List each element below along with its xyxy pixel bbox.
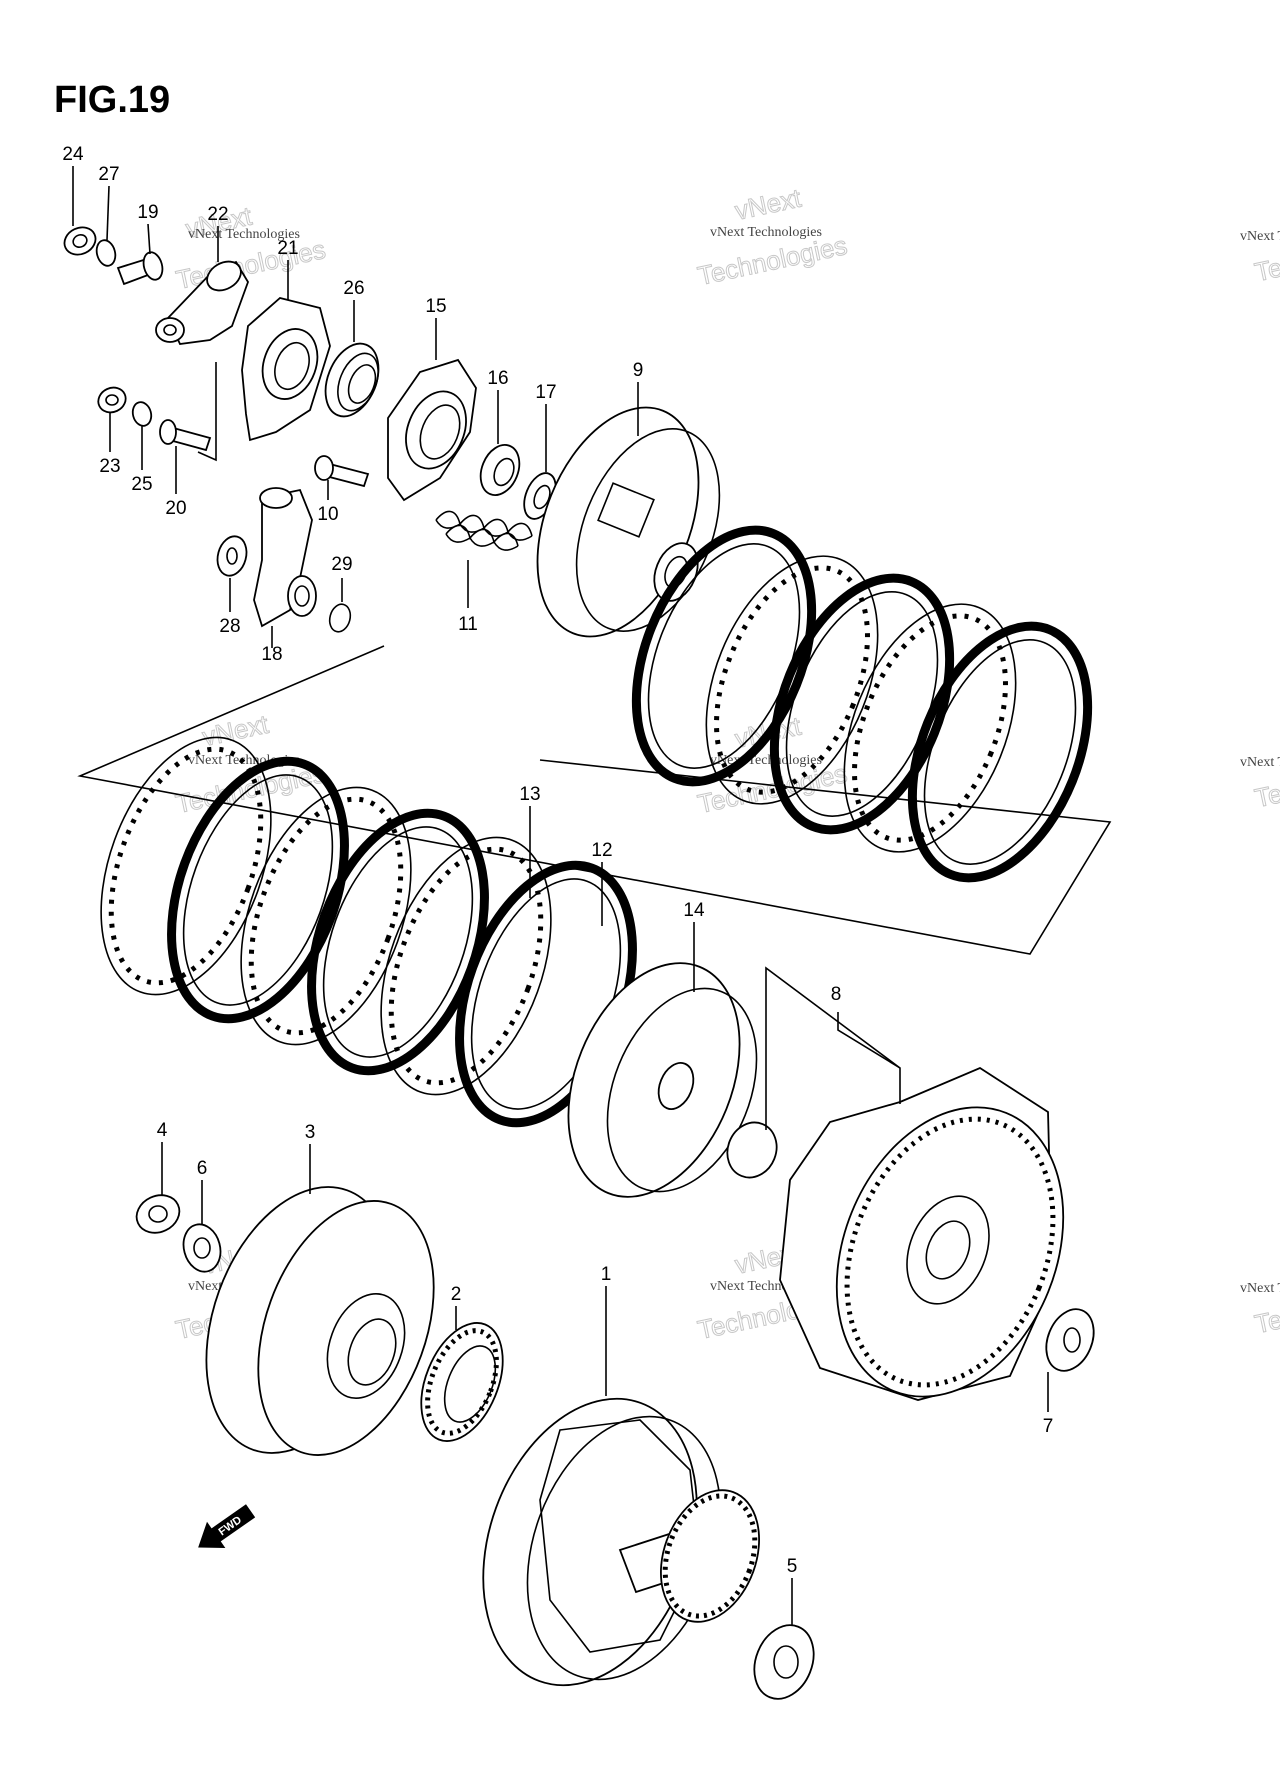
svg-text:vNext Technologies: vNext Technologies (1240, 1281, 1280, 1296)
label-14: 14 (683, 900, 705, 921)
label-3: 3 (305, 1122, 316, 1143)
part-7-washer (1045, 1308, 1095, 1412)
label-22: 22 (207, 204, 228, 225)
label-8: 8 (831, 984, 842, 1005)
fwd-arrow-icon: FWD (198, 1504, 256, 1548)
label-6: 6 (197, 1158, 208, 1179)
upper-plate-stack (631, 525, 1093, 883)
part-10-bolt (314, 455, 370, 500)
label-2: 2 (451, 1284, 462, 1305)
svg-text:vNext Technologies: vNext Technologies (1240, 229, 1280, 244)
part-26-bearing (324, 300, 380, 418)
label-27: 27 (98, 164, 119, 185)
svg-text:vNext: vNext (200, 709, 272, 752)
svg-text:vNext Technologies: vNext Technologies (1240, 755, 1280, 770)
stack-bracket (77, 645, 1112, 955)
part-4-nut (135, 1142, 181, 1234)
part-3-clutch-hub (205, 1144, 435, 1456)
label-15: 15 (425, 296, 446, 317)
svg-text:vNext: vNext (732, 183, 804, 226)
svg-text:Technologies: Technologies (173, 234, 328, 295)
part-5-washer (753, 1578, 815, 1700)
label-12: 12 (591, 840, 612, 861)
label-20: 20 (165, 498, 186, 519)
part-18-release-arm (253, 487, 317, 648)
label-1: 1 (601, 1264, 612, 1285)
part-23-nut (97, 386, 127, 452)
label-26: 26 (343, 278, 364, 299)
label-7: 7 (1043, 1416, 1054, 1437)
part-21-cam-plate (241, 260, 331, 442)
label-28: 28 (219, 616, 240, 637)
label-21: 21 (277, 238, 298, 259)
label-17: 17 (535, 382, 556, 403)
label-24: 24 (62, 144, 84, 165)
part-28-washer (216, 535, 248, 612)
label-9: 9 (633, 360, 644, 381)
part-20-bolt (159, 419, 212, 494)
part-27-washer (95, 185, 117, 267)
part-19-bolt (116, 223, 164, 286)
part-25-washer (131, 401, 153, 470)
svg-text:vNext Technologies: vNext Technologies (188, 227, 300, 242)
label-25: 25 (131, 474, 152, 495)
part-6-washer (182, 1180, 222, 1273)
part-15-lifter-plate (387, 318, 477, 502)
part-11-springs (435, 510, 533, 608)
part-14-plate (567, 922, 758, 1198)
label-4: 4 (157, 1120, 168, 1141)
part-1-primary-gear (482, 1286, 760, 1687)
label-16: 16 (487, 368, 508, 389)
part-29-circlip (328, 578, 352, 633)
part-22-lever (155, 226, 249, 345)
label-10: 10 (317, 504, 338, 525)
part-9-pressure-plate (536, 382, 721, 638)
label-11: 11 (458, 614, 478, 635)
label-13: 13 (519, 784, 540, 805)
leader-connector (197, 362, 217, 462)
figure-title: FIG.19 (54, 79, 170, 121)
part-24-nut (63, 166, 97, 256)
lower-plate-stack (100, 736, 637, 1128)
label-5: 5 (787, 1556, 798, 1577)
svg-text:vNext Technologies: vNext Technologies (710, 225, 822, 240)
label-23: 23 (99, 456, 120, 477)
label-18: 18 (261, 644, 282, 665)
label-29: 29 (331, 554, 352, 575)
part-2-needle-bearing (420, 1306, 504, 1442)
part-16-bearing (479, 390, 521, 496)
label-19: 19 (137, 202, 158, 223)
part-8-clutch-housing (726, 966, 1065, 1401)
